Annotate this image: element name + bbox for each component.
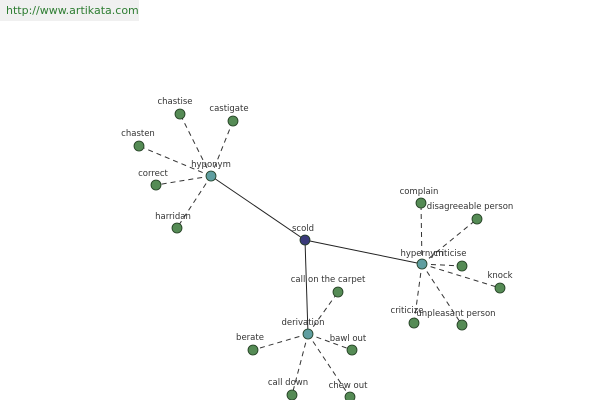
edge-derivation-bawl-out xyxy=(307,333,353,351)
relation-derivation-label: derivation xyxy=(281,318,324,328)
word-harridan-label: harridan xyxy=(155,212,191,222)
word-harridan-node[interactable] xyxy=(171,222,183,234)
edge-hypernym-knock xyxy=(421,263,501,289)
edge-scold-hypernym xyxy=(304,239,423,265)
url-bar: http://www.artikata.com xyxy=(0,0,139,21)
relation-hyponym-node[interactable] xyxy=(205,170,217,182)
root-scold-label: scold xyxy=(292,224,314,234)
relation-derivation-node[interactable] xyxy=(302,328,314,340)
word-complain-label: complain xyxy=(400,187,439,197)
word-castigate-node[interactable] xyxy=(227,115,239,127)
word-chasten-node[interactable] xyxy=(133,140,145,152)
word-chew-out-label: chew out xyxy=(329,381,369,391)
site-url-link[interactable]: http://www.artikata.com xyxy=(6,4,139,17)
relation-hypernym-label: hypernym xyxy=(400,249,443,259)
word-correct-node[interactable] xyxy=(150,179,162,191)
word-criticise-node[interactable] xyxy=(456,260,468,272)
edge-scold-derivation xyxy=(304,239,309,335)
edge-hypernym-criticise xyxy=(421,263,463,267)
edge-hypernym-unpleasant-person xyxy=(421,263,463,326)
relation-hyponym-label: hyponym xyxy=(191,160,231,170)
word-call-down-node[interactable] xyxy=(286,389,298,400)
word-call-on-the-carpet-label: call on the carpet xyxy=(291,275,366,285)
word-castigate-label: castigate xyxy=(209,104,248,114)
word-chastise-label: chastise xyxy=(157,97,192,107)
word-disagreeable-person-node[interactable] xyxy=(471,213,483,225)
edge-hypernym-complain xyxy=(420,202,423,265)
edge-hyponym-castigate xyxy=(210,120,234,177)
edge-derivation-chew-out xyxy=(307,333,351,398)
word-call-on-the-carpet-node[interactable] xyxy=(332,286,344,298)
edge-hypernym-disagreeable-person xyxy=(421,218,478,265)
word-criticize-label: criticize xyxy=(391,306,424,316)
edge-hyponym-chastise xyxy=(179,113,212,177)
edge-derivation-berate xyxy=(252,333,309,351)
word-criticize-node[interactable] xyxy=(408,317,420,329)
word-knock-node[interactable] xyxy=(494,282,506,294)
edge-hyponym-chasten xyxy=(138,145,212,177)
word-unpleasant-person-node[interactable] xyxy=(456,319,468,331)
word-chew-out-node[interactable] xyxy=(344,391,356,400)
word-criticise-label: criticise xyxy=(434,249,467,259)
word-bawl-out-node[interactable] xyxy=(346,344,358,356)
root-scold-node[interactable] xyxy=(299,234,311,246)
edge-hyponym-correct xyxy=(155,175,212,186)
edge-hypernym-criticize xyxy=(413,263,423,324)
graph-nodes: chastise castigate chasten correct harridan c… xyxy=(121,97,513,400)
graph-edges xyxy=(138,113,501,398)
edge-hyponym-harridan xyxy=(176,175,212,229)
word-chasten-label: chasten xyxy=(121,129,155,139)
word-call-down-label: call down xyxy=(268,378,308,388)
edge-derivation-call-down xyxy=(291,333,309,396)
word-unpleasant-person-label: unpleasant person xyxy=(416,309,495,319)
word-correct-label: correct xyxy=(138,169,168,179)
word-knock-label: knock xyxy=(487,271,512,281)
word-complain-node[interactable] xyxy=(415,197,427,209)
word-disagreeable-person-label: disagreeable person xyxy=(427,202,514,212)
relation-hypernym-node[interactable] xyxy=(416,258,428,270)
word-berate-node[interactable] xyxy=(247,344,259,356)
edge-scold-hyponym xyxy=(210,175,306,241)
word-berate-label: berate xyxy=(236,333,264,343)
word-bawl-out-label: bawl out xyxy=(330,334,367,344)
word-chastise-node[interactable] xyxy=(174,108,186,120)
